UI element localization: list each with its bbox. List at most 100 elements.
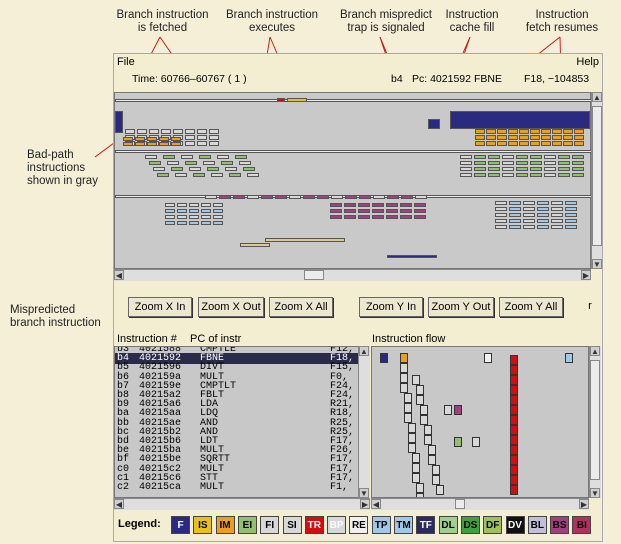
scroll-right-arrow-icon[interactable]: ▶: [581, 270, 591, 280]
instruction-pc: 40215ba: [139, 445, 182, 457]
scroll-right-arrow-icon[interactable]: ▶: [360, 499, 370, 509]
scroll-thumb[interactable]: [455, 499, 465, 509]
issue-segment: [475, 141, 485, 146]
scroll-up-arrow-icon[interactable]: ▲: [592, 92, 602, 102]
zoom-x-out-button[interactable]: Zoom X Out: [198, 297, 264, 317]
legend-chip-bi: BI: [572, 516, 592, 534]
bank-segment: [414, 215, 426, 219]
instruction-args: F24,: [330, 390, 355, 401]
instruction-flow-panel[interactable]: [371, 346, 589, 498]
pipeline-overview-panel[interactable]: [114, 92, 595, 269]
file-menu[interactable]: File: [117, 56, 135, 68]
scroll-down-arrow-icon[interactable]: ▼: [359, 488, 369, 498]
instruction-id: b8: [117, 390, 130, 401]
scroll-thumb[interactable]: [592, 106, 602, 246]
flow-horizontal-scrollbar[interactable]: ◀ ▶: [371, 498, 589, 510]
trap-stage-cell: [510, 475, 518, 485]
scroll-thumb[interactable]: [304, 270, 324, 280]
scroll-left-arrow-icon[interactable]: ◀: [371, 499, 381, 509]
tlb-segment: [213, 209, 223, 213]
issue-segment: [563, 135, 573, 140]
instruction-op: LDQ: [200, 408, 219, 420]
legend-chip-si: SI: [282, 516, 302, 534]
issue-segment: [135, 142, 145, 146]
trap-stage-cell: [510, 415, 518, 425]
zoom-y-all-button[interactable]: Zoom Y All: [499, 297, 563, 317]
bank-segment: [400, 203, 412, 207]
scroll-left-arrow-icon[interactable]: ◀: [114, 270, 124, 280]
bad-path-segment: [125, 129, 135, 134]
issue-segment: [123, 142, 133, 146]
annotation-mispredicted-branch: Mispredicted branch instruction: [10, 304, 101, 329]
flow-stage-cell: [436, 485, 444, 495]
instruction-args: F1,: [330, 482, 349, 493]
tlb-segment: [565, 213, 577, 217]
zoom-y-in-button[interactable]: Zoom Y In: [359, 297, 423, 317]
bank-segment: [275, 195, 287, 199]
flow-vertical-scrollbar[interactable]: ▲ ▼: [589, 346, 601, 498]
scroll-right-arrow-icon[interactable]: ▶: [579, 499, 589, 509]
annotation-mispredict-trap: Branch mispredict trap is signaled: [339, 9, 433, 34]
tlb-segment: [551, 201, 563, 205]
list-horizontal-scrollbar[interactable]: ◀ ▶: [114, 498, 370, 510]
flow-stage-cell: [472, 437, 480, 447]
scroll-left-arrow-icon[interactable]: ◀: [114, 499, 124, 509]
scroll-down-arrow-icon[interactable]: ▼: [590, 488, 600, 498]
scroll-down-arrow-icon[interactable]: ▼: [592, 259, 602, 269]
tlb-segment: [523, 201, 535, 205]
list-vertical-scrollbar[interactable]: ▲ ▼: [358, 346, 370, 498]
zoom-x-all-button[interactable]: Zoom X All: [269, 297, 333, 317]
flow-stage-cell: [420, 415, 428, 425]
instruction-args: F15,: [330, 362, 355, 374]
instruction-row[interactable]: be 40215ba MULT F26,: [115, 445, 366, 456]
issue-segment: [486, 135, 496, 140]
scroll-up-arrow-icon[interactable]: ▲: [590, 346, 600, 356]
scroll-thumb[interactable]: [590, 360, 600, 480]
annotation-fetch-resumes: Instruction fetch resumes: [525, 9, 599, 34]
scroll-up-arrow-icon[interactable]: ▲: [359, 346, 369, 356]
instruction-op: MULT: [200, 445, 225, 457]
legend-label: Legend:: [118, 518, 161, 530]
exec-segment: [175, 173, 187, 177]
zoom-y-out-button[interactable]: Zoom Y Out: [428, 297, 494, 317]
tlb-segment: [201, 221, 211, 225]
tlb-segment: [495, 201, 507, 205]
tlb-segment: [189, 221, 199, 225]
issue-segment: [552, 135, 562, 140]
exec-segment: [488, 155, 500, 159]
issue-segment: [530, 135, 540, 140]
extra-button[interactable]: r: [588, 300, 592, 312]
instruction-id: b9: [117, 399, 130, 411]
legend-chip-bs: BS: [550, 516, 570, 534]
instruction-id: be: [117, 445, 130, 457]
help-menu[interactable]: Help: [576, 56, 599, 68]
zoom-x-in-button[interactable]: Zoom X In: [128, 297, 192, 317]
exec-segment: [193, 173, 205, 177]
exec-segment: [516, 155, 528, 159]
trap-stage-cell: [510, 455, 518, 465]
instruction-args: F26,: [330, 445, 355, 457]
tlb-segment: [201, 203, 211, 207]
instruction-pc: 402159e: [139, 380, 182, 392]
bank-segment: [359, 195, 371, 199]
trap-stage-cell: [510, 355, 518, 365]
legend-chip-im: IM: [215, 516, 235, 534]
overview-vertical-scrollbar[interactable]: ▲ ▼: [591, 92, 602, 269]
overview-horizontal-scrollbar[interactable]: ◀ ▶: [114, 269, 591, 281]
